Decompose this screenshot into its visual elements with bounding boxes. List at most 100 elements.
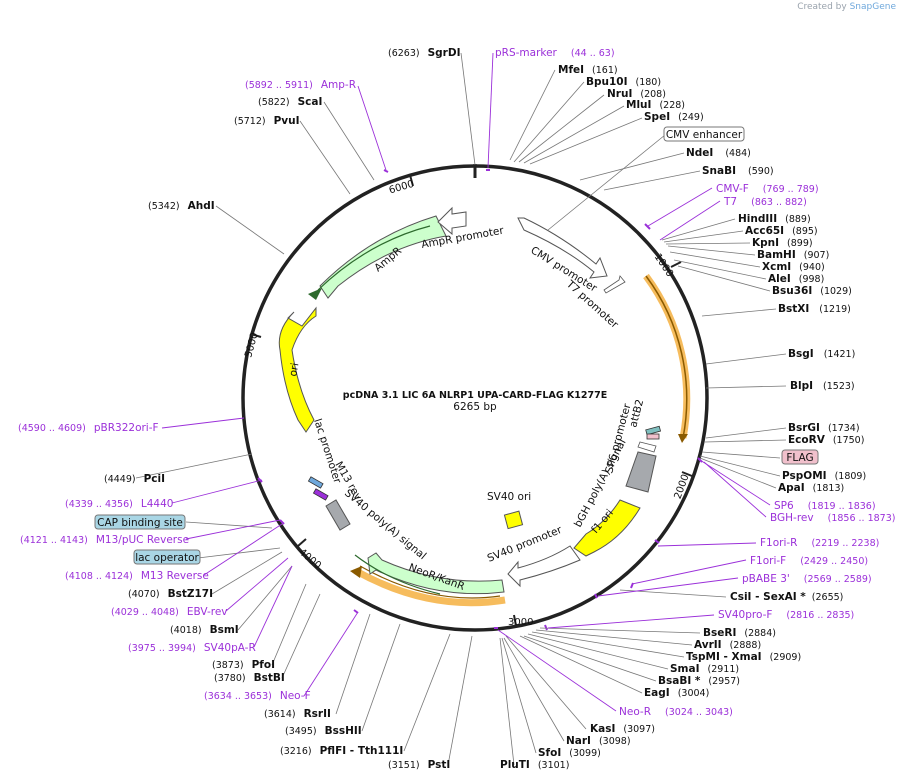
- leader-pvui: [299, 120, 351, 195]
- cmv-enhancer-box: [663, 126, 745, 142]
- site-bstxi: BstXI(1219): [778, 303, 851, 315]
- primer-mark-m13: [279, 519, 285, 525]
- tick-1000: [670, 261, 682, 268]
- snapgene-logo: SnapGene: [849, 2, 896, 12]
- site-labels: (6263)SgrDI MfeI(161) Bpu10I(180) NruI(2…: [104, 47, 866, 771]
- leader-bsgi: [705, 353, 787, 365]
- lac-operator-label: lac operator: [135, 552, 199, 564]
- plasmid-length: 6265 bp: [453, 401, 497, 413]
- leader-eagi: [519, 635, 643, 694]
- tick-label-3000: 3000: [508, 617, 533, 628]
- tick-5000: [250, 333, 262, 338]
- leader-bseri: [539, 627, 701, 634]
- leader-ndei: [579, 152, 685, 181]
- tick-3000: [513, 614, 517, 627]
- primer-bgh-rev: BGH-rev(1856 .. 1873): [770, 512, 895, 524]
- leader-bsshii: [361, 623, 401, 732]
- cap-binding-marker: [307, 476, 324, 489]
- site-pspomi: PspOMI(1809): [782, 470, 866, 482]
- leader-bamhi: [667, 245, 756, 256]
- primer-sv40pa-r: (3975 .. 3994)SV40pA-R: [128, 642, 256, 654]
- flag-box: [781, 449, 819, 465]
- site-bsmi: (4018)BsmI: [170, 624, 239, 636]
- leader-sgrdi: [460, 52, 476, 166]
- site-smai: SmaI(2911): [670, 663, 739, 675]
- leader-avrii: [535, 629, 693, 646]
- leader-bstz17i: [211, 551, 283, 595]
- leader-kpni: [665, 242, 751, 245]
- site-tspmi: TspMI - XmaI(2909): [686, 651, 801, 663]
- insert-arc-core: [645, 275, 688, 439]
- leader-hindiii: [661, 218, 736, 241]
- leader-bghrev: [703, 461, 767, 518]
- leader-rsrii: [335, 613, 371, 715]
- leader-pspomi: [699, 455, 781, 477]
- leader-ampr: [357, 85, 387, 171]
- site-xcmi: XcmI(940): [762, 261, 825, 273]
- leader-flag: [701, 451, 781, 459]
- primer-m13-reverse: (4108 .. 4124)M13 Reverse: [65, 570, 209, 582]
- snapgene-credit: Created by SnapGene: [797, 2, 896, 12]
- leader-neof: [303, 611, 359, 697]
- site-ecorv: EcoRV(1750): [788, 434, 864, 446]
- leader-snabi: [603, 170, 701, 191]
- site-pcii: (4449)PciI: [104, 473, 165, 485]
- leader-lac-op: [197, 547, 281, 559]
- credit-prefix: Created by: [797, 2, 847, 12]
- sv40-ori-label: SV40 ori: [487, 491, 531, 503]
- sv40-promoter-arrow: [507, 545, 581, 588]
- site-mfei: MfeI(161): [558, 64, 618, 76]
- leader-f1f: [631, 559, 747, 585]
- site-bsshii: (3495)BssHII: [285, 725, 362, 737]
- site-apai: ApaI(1813): [778, 482, 844, 494]
- leader-pfoi: [271, 583, 307, 666]
- flag-label: FLAG: [786, 452, 813, 464]
- site-bstbi: (3780)BstBI: [214, 672, 285, 684]
- tick-4000: [297, 538, 307, 547]
- primer-leaders: [161, 52, 771, 712]
- site-kasi: KasI(3097): [590, 723, 655, 735]
- cmv-enhancer-label: CMV enhancer: [666, 129, 743, 141]
- site-kpni: KpnI(899): [752, 237, 813, 249]
- primer-pbr322ori-f: (4590 .. 4609)pBR322ori-F: [18, 422, 159, 434]
- site-acc65i: Acc65I(895): [745, 225, 818, 237]
- plasmid-name: pcDNA 3.1 LIC 6A NLRP1 UPA-CARD-FLAG K12…: [343, 390, 607, 401]
- site-mlui: MluI(228): [626, 99, 685, 111]
- leader-sp6: [699, 459, 771, 506]
- leader-mfei: [509, 69, 556, 161]
- site-bstz17i: (4070)BstZ17I: [128, 588, 213, 600]
- primer-mark-f1r: [654, 539, 660, 544]
- flag-marker: [646, 433, 660, 440]
- insert-arrowhead: [678, 434, 688, 443]
- insert-arc-orange: [643, 273, 691, 439]
- site-nari: NarI(3098): [566, 735, 631, 747]
- leader-alei: [673, 259, 767, 280]
- sv40-ori-box: [503, 510, 524, 530]
- cap-binding-label: CAP binding site: [97, 517, 183, 529]
- site-bsrgi: BsrGI(1734): [788, 422, 860, 434]
- neor-green-line: [354, 554, 441, 595]
- site-ahdi: (5342)AhdI: [148, 200, 215, 212]
- site-pfoi: (3873)PfoI: [212, 659, 275, 671]
- leader-nrui: [518, 94, 605, 163]
- primer-mark-cmv: [644, 223, 651, 230]
- leader-nari: [503, 637, 565, 742]
- sp6-promoter-arrow: [637, 441, 657, 453]
- leader-pluti: [499, 637, 515, 766]
- leader-acc65i: [663, 230, 744, 243]
- primer-f1ori-f: F1ori-F(2429 .. 2450): [750, 555, 868, 567]
- site-nrui: NruI(208): [607, 88, 666, 100]
- ori-label: ori: [287, 362, 301, 378]
- leader-m13rev: [203, 523, 283, 576]
- primer-ebv-rev: (4029 .. 4048)EBV-rev: [111, 606, 228, 618]
- leader-cap: [185, 521, 273, 529]
- site-pluti: PluTI(3101): [500, 759, 569, 771]
- sv40-polya-box: [325, 499, 351, 531]
- primer-t7: T7(863 .. 882): [723, 196, 807, 208]
- primer-prs-marker: pRS-marker(44 .. 63): [495, 47, 615, 59]
- site-pflfi: (3216)PflFI - Tth111I: [280, 745, 403, 757]
- cmv-promoter-label: CMV promoter: [528, 244, 599, 295]
- leader-bpu10i: [513, 81, 585, 163]
- cmv-promoter-arrow: [517, 217, 608, 279]
- leader-sv40pa: [253, 565, 293, 648]
